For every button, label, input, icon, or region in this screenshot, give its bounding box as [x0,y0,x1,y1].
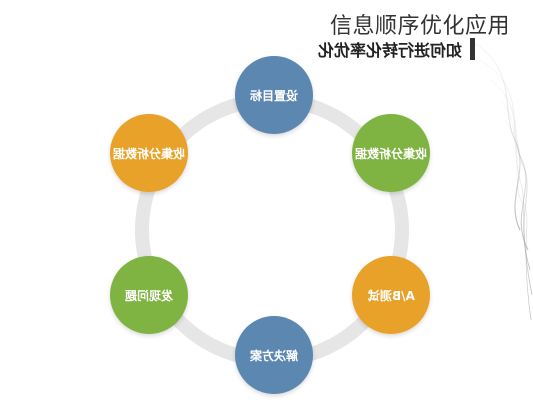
cycle-node-collect-data-2: 收集分析数据 [110,114,188,192]
cycle-node-collect-data: 收集分析数据 [352,114,430,192]
cycle-node-label: 收集分析数据 [112,146,185,161]
cycle-node-ab-test: A/B测试 [352,256,430,334]
cycle-node-solution: 解决方案 [235,316,313,394]
subtitle-group: 如何进行转化率优化 [318,36,476,62]
cycle-node-find-problem: 发现问题 [110,256,188,334]
subtitle-accent-bar [470,38,476,60]
page-title: 信息顺序优化应用 [330,14,511,39]
cycle-node-label: A/B测试 [367,288,415,303]
cycle-node-label: 设置目标 [249,88,298,103]
cycle-node-label: 解决方案 [249,348,298,363]
cycle-node-label: 收集分析数据 [354,146,427,161]
cycle-node-label: 发现问题 [124,288,173,303]
cycle-node-set-goal: 设置目标 [235,56,313,134]
